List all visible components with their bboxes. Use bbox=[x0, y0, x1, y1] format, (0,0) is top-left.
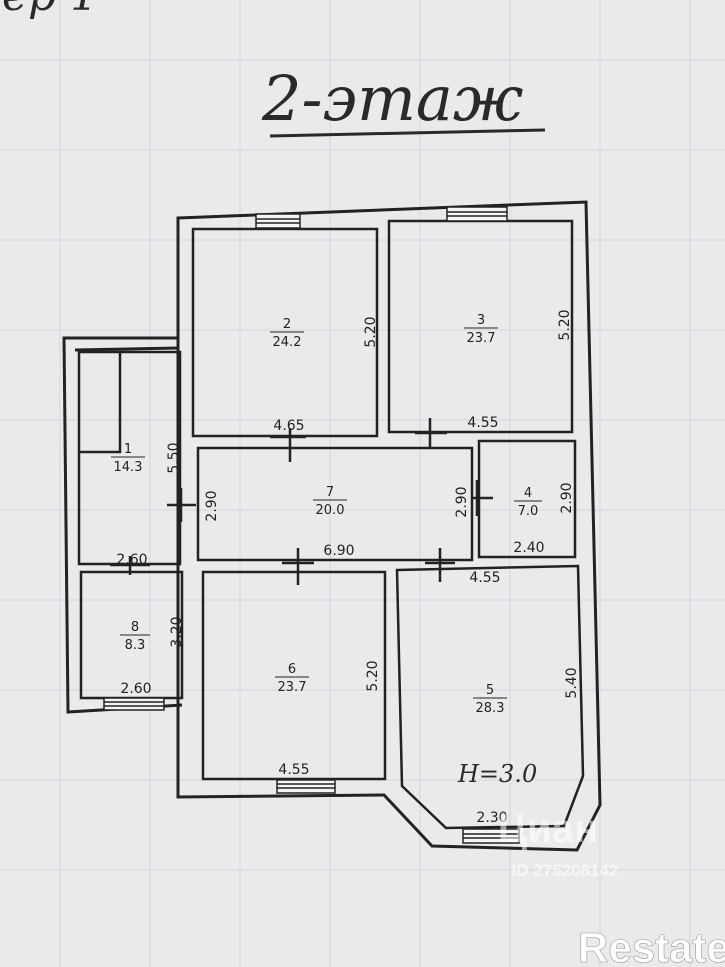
dim-room7-height-left: 2.90 bbox=[204, 490, 220, 521]
dimension-labels: 5.20 5.20 4.65 4.55 5.50 2.60 2.90 6.90 … bbox=[116, 309, 580, 826]
dim-room7-width: 6.90 bbox=[323, 543, 354, 559]
dim-room5-bay-width: 2.30 bbox=[476, 810, 507, 826]
room-area: 14.3 bbox=[114, 460, 143, 475]
room-number: 6 bbox=[288, 662, 296, 677]
room-5-outline bbox=[395, 564, 585, 830]
room-area: 8.3 bbox=[125, 638, 146, 653]
dim-room6-height: 5.20 bbox=[365, 660, 381, 691]
room-number: 3 bbox=[477, 313, 485, 328]
doors bbox=[110, 418, 493, 585]
dim-room8-width: 2.60 bbox=[120, 681, 151, 697]
dim-room1-width: 2.60 bbox=[116, 552, 147, 568]
room-number: 2 bbox=[283, 317, 291, 332]
room-area: 7.0 bbox=[518, 504, 539, 519]
door-room-2 bbox=[270, 428, 306, 462]
room-outlines bbox=[77, 219, 585, 830]
closet-partition bbox=[80, 352, 122, 454]
door-room-4 bbox=[472, 480, 493, 516]
room-area: 20.0 bbox=[316, 503, 345, 518]
annex-inner-top-wall bbox=[74, 346, 179, 352]
title-underline bbox=[269, 128, 546, 138]
dim-room2-height: 5.20 bbox=[363, 316, 379, 347]
restate-logo: Restate bbox=[578, 924, 725, 967]
room-area: 28.3 bbox=[476, 701, 505, 716]
door-room-8 bbox=[110, 556, 150, 575]
door-room-5 bbox=[425, 548, 455, 582]
room-labels: 2 24.2 3 23.7 1 14.3 7 20.0 4 7.0 8 8.3 … bbox=[111, 313, 542, 716]
dim-room3-width: 4.55 bbox=[467, 415, 498, 431]
room-6-outline bbox=[201, 570, 387, 781]
door-room-3 bbox=[415, 418, 447, 449]
room-area: 23.7 bbox=[467, 331, 496, 346]
listing-id-watermark: ID 275206142 bbox=[512, 861, 619, 880]
window-room-5 bbox=[462, 828, 520, 844]
door-room-1 bbox=[167, 488, 196, 522]
window-room-2 bbox=[255, 213, 301, 229]
room-number: 1 bbox=[124, 442, 132, 457]
window-room-6 bbox=[276, 779, 336, 794]
door-room-6 bbox=[282, 548, 314, 585]
dim-room8-height: 3.20 bbox=[169, 616, 185, 647]
room-number: 5 bbox=[486, 683, 494, 698]
dim-room1-height: 5.50 bbox=[166, 442, 182, 473]
top-fragment-text: ер 1 bbox=[2, 0, 98, 21]
ceiling-height-note: H=3.0 bbox=[457, 760, 537, 788]
room-number: 4 bbox=[524, 486, 532, 501]
room-7-outline bbox=[196, 446, 474, 562]
windows bbox=[103, 206, 520, 844]
restate-logo-text: Restate bbox=[578, 924, 725, 967]
cian-watermark: Циан bbox=[498, 807, 598, 851]
dim-room5-height: 5.40 bbox=[564, 667, 580, 698]
room-1-outline bbox=[77, 350, 182, 566]
outer-wall bbox=[176, 200, 602, 852]
dim-room4-width: 2.40 bbox=[513, 540, 544, 556]
dim-room2-width: 4.65 bbox=[273, 418, 304, 434]
floor-title: 2-этаж bbox=[261, 62, 523, 135]
room-number: 7 bbox=[326, 485, 334, 500]
dim-room6-width: 4.55 bbox=[278, 762, 309, 778]
room-number: 8 bbox=[131, 620, 139, 635]
walls bbox=[62, 200, 602, 852]
dim-room3-height: 5.20 bbox=[557, 309, 573, 340]
room-area: 24.2 bbox=[273, 335, 302, 350]
window-room-8 bbox=[103, 697, 165, 711]
window-room-3 bbox=[446, 206, 508, 222]
dim-room7-height-right: 2.90 bbox=[454, 486, 470, 517]
room-area: 23.7 bbox=[278, 680, 307, 695]
dim-room4-height: 2.90 bbox=[559, 482, 575, 513]
dim-room5-top-width: 4.55 bbox=[469, 570, 500, 586]
